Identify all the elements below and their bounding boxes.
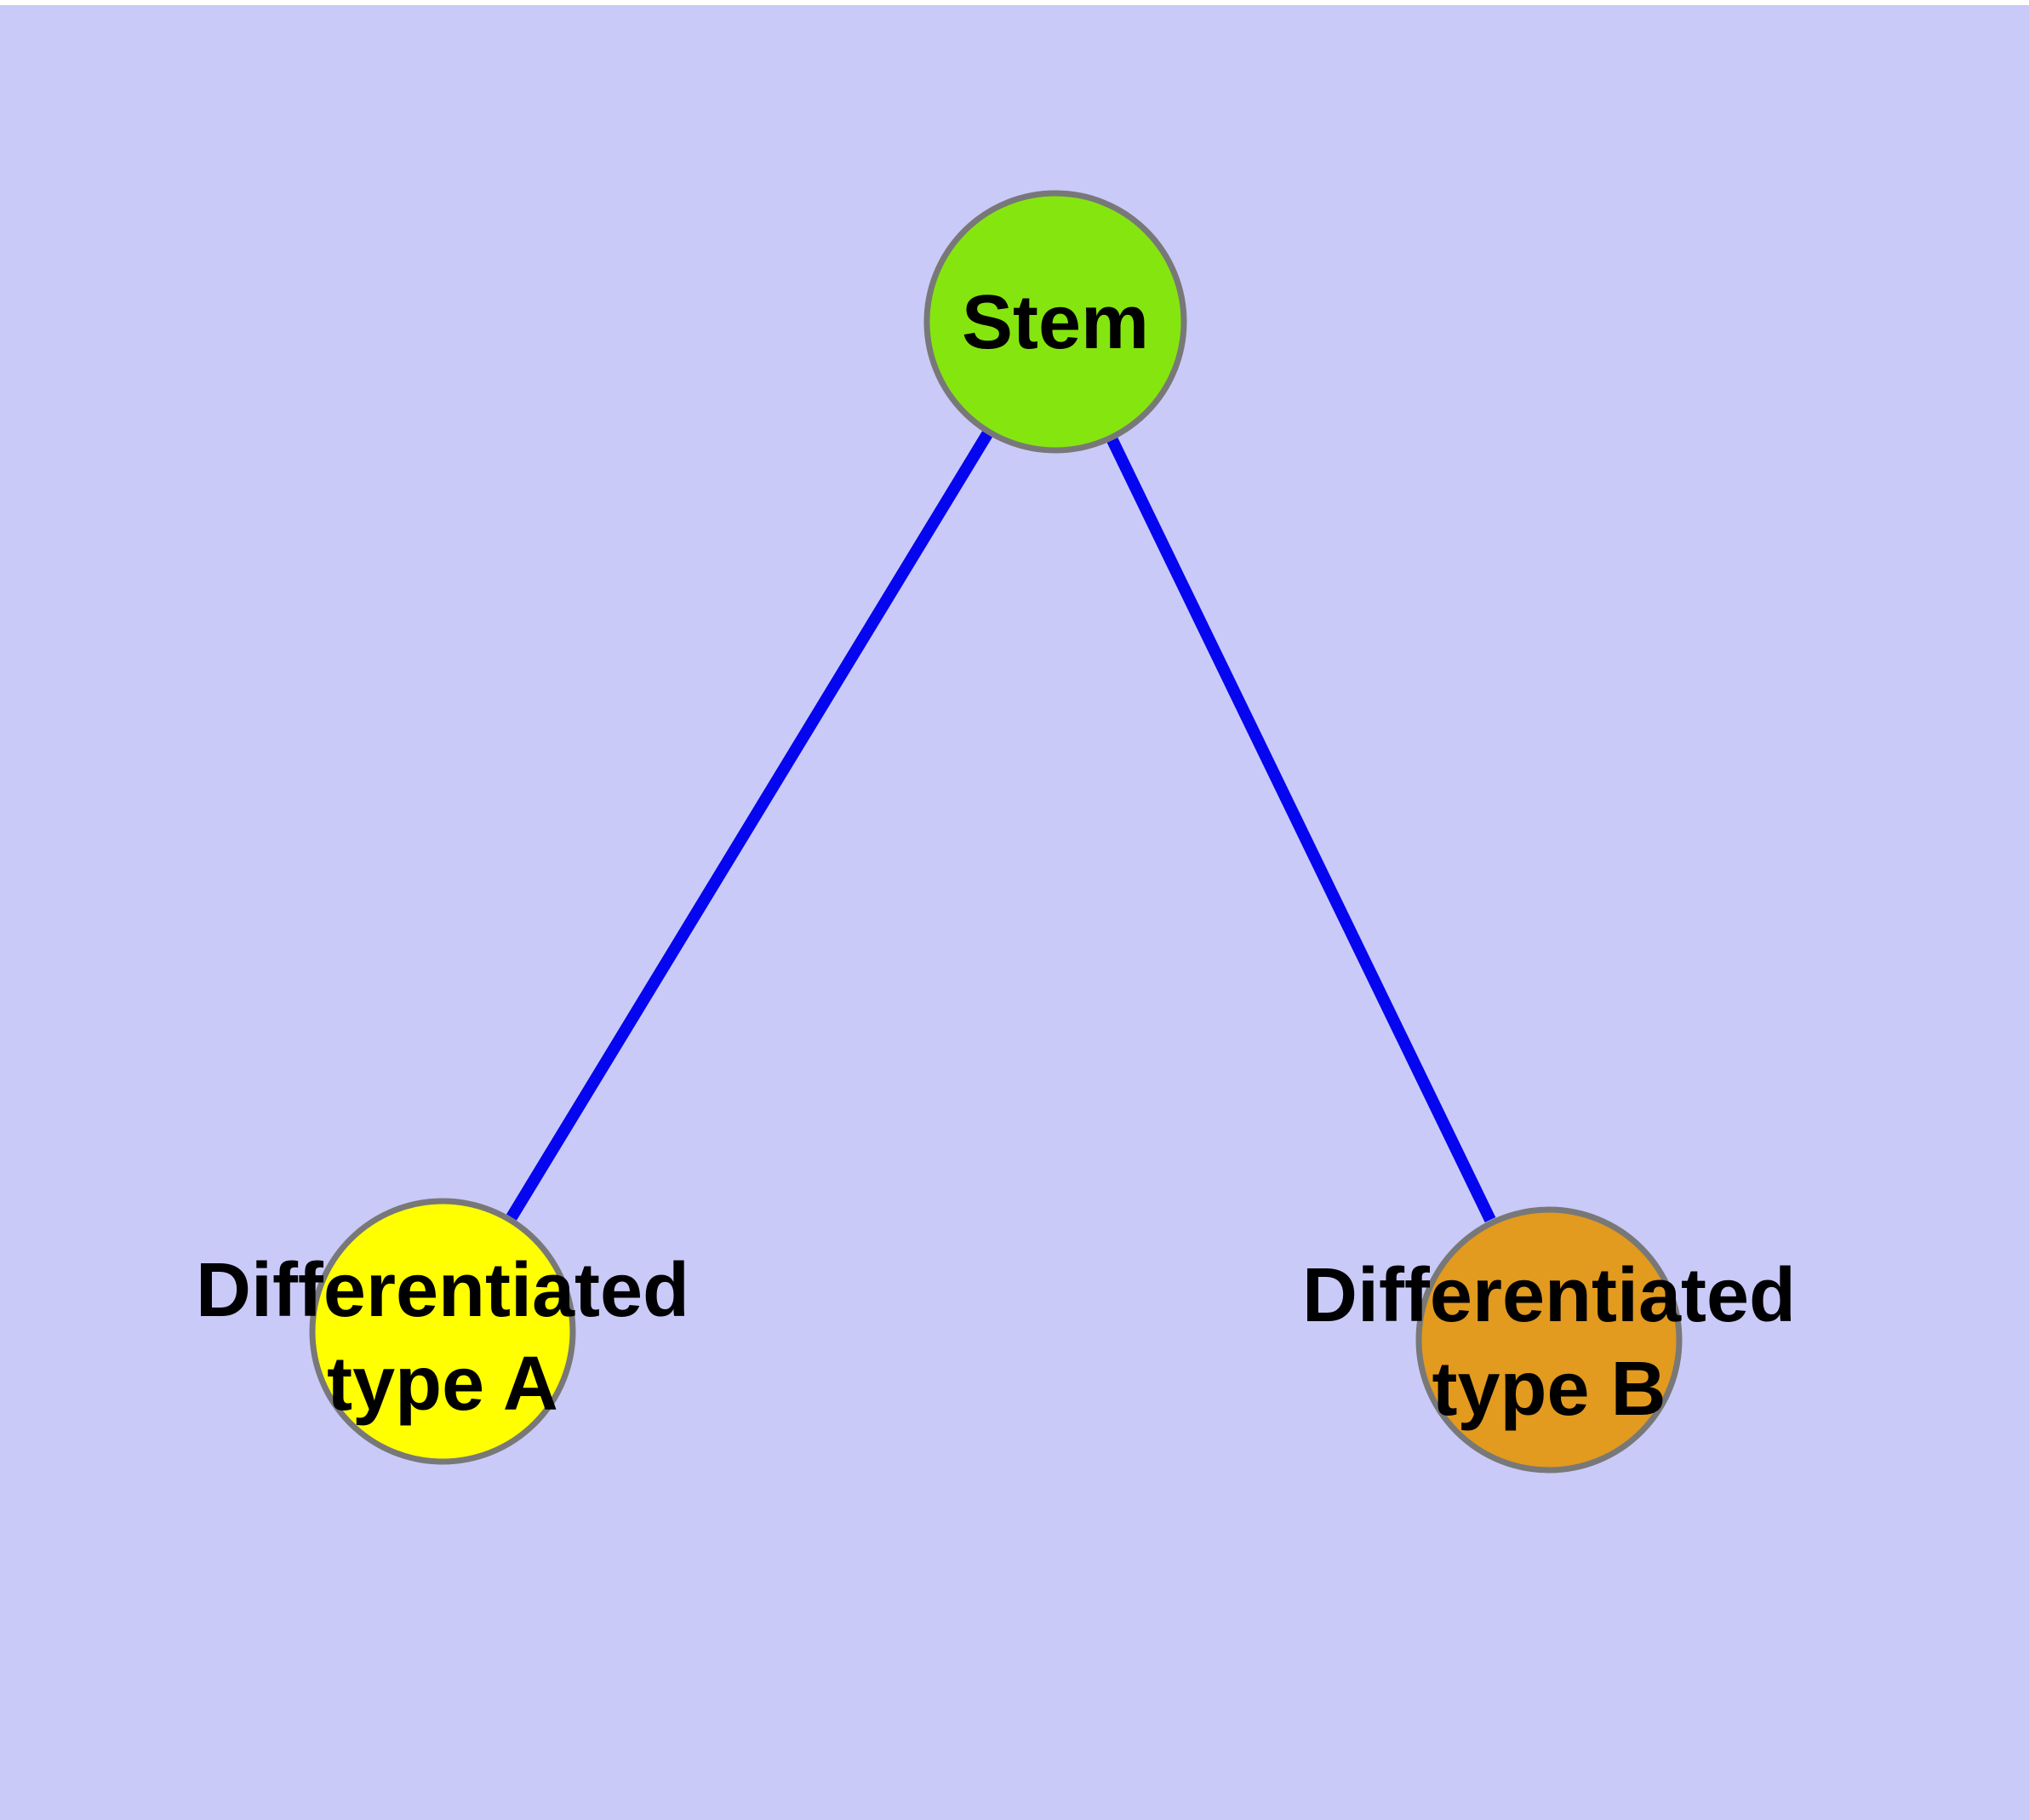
edge-stem-to-typeA (506, 431, 992, 1221)
node-stem-label: Stem (962, 280, 1149, 365)
edge-stem-to-typeB (1106, 437, 1496, 1223)
node-type-a-label-line1: Differentiated (196, 1248, 689, 1333)
node-differentiated-type-a (309, 1198, 576, 1465)
node-type-b-label-line2: type B (1432, 1347, 1666, 1432)
node-differentiated-type-b (1415, 1206, 1683, 1474)
node-type-a-label-line2: type A (327, 1342, 558, 1427)
node-type-b-label-line1: Differentiated (1302, 1253, 1796, 1338)
node-stem (923, 190, 1187, 454)
